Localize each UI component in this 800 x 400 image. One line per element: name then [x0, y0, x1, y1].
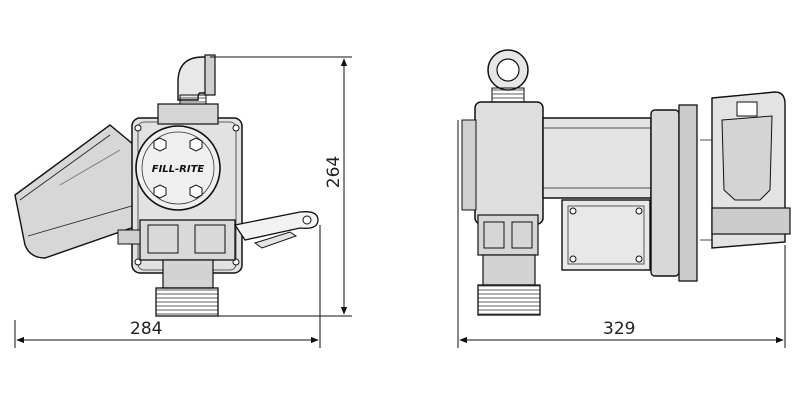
- front-lever-handle: [233, 211, 319, 249]
- side-pump-head: [461, 101, 544, 256]
- side-width-label: 329: [603, 319, 635, 339]
- front-width-label: 284: [130, 319, 162, 339]
- front-height-label: 264: [324, 156, 344, 188]
- dimension-side-width: 329: [457, 120, 786, 348]
- front-valve-block: [117, 219, 236, 261]
- side-junction-box: [561, 199, 651, 271]
- side-view: [461, 49, 791, 316]
- side-nozzle-holder: [700, 91, 791, 249]
- cap-bolt-hex: [153, 137, 203, 199]
- front-elbow-pipe: [177, 54, 216, 105]
- side-elbow-pipe: [487, 49, 529, 103]
- side-outlet-pipe: [477, 254, 541, 316]
- front-end-cap: FILL-RITE: [135, 125, 221, 211]
- side-motor-body: [542, 104, 698, 282]
- brand-logo-text: FILL-RITE: [152, 164, 205, 175]
- front-outlet-pipe: [155, 259, 219, 317]
- dimension-front-width: 284: [14, 225, 321, 348]
- dimension-front-height: 264: [210, 56, 352, 317]
- front-nozzle-body: [14, 124, 141, 259]
- front-view: FILL-RITE: [14, 54, 319, 317]
